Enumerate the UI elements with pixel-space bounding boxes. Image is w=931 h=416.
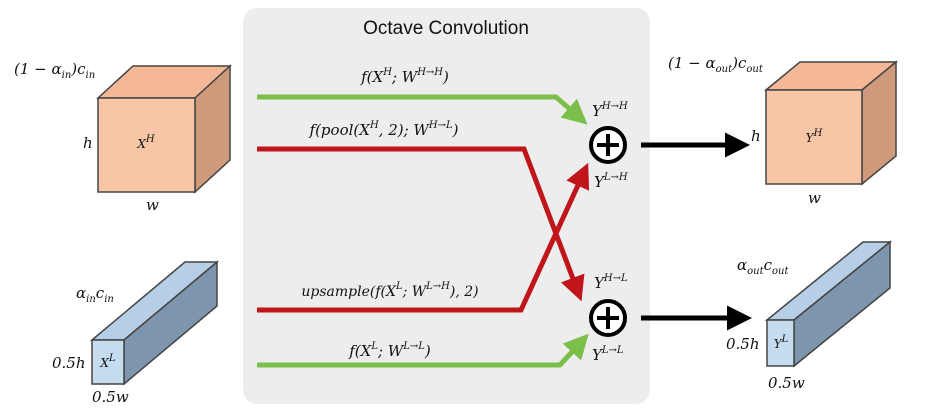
label-y-hh: YH→H: [592, 101, 628, 120]
arrow-low-to-high: [257, 162, 590, 313]
output-high-cube: [763, 60, 899, 186]
input-high-front: [97, 97, 196, 193]
output-high-front: [765, 89, 863, 185]
label-high-to-low: f(pool(XH, 2); WH→L): [309, 120, 459, 139]
arrow-low-to-low: [257, 333, 589, 368]
output-high-tensor-label: YH: [806, 128, 823, 145]
input-high-channels: (1 − αin)cin: [14, 60, 95, 81]
output-high-channels: (1 − αout)cout: [668, 54, 764, 75]
output-low-tensor-label: YL: [774, 334, 789, 351]
input-low-width: 0.5w: [92, 388, 129, 406]
sum-node-high: [589, 126, 627, 164]
label-high-to-high: f(XH; WH→H): [360, 67, 449, 86]
input-low-box: [89, 260, 220, 386]
sum-node-low: [589, 299, 627, 337]
label-y-hl: YH→L: [594, 273, 628, 292]
input-high-tensor-label: XH: [136, 134, 155, 151]
arrow-high-to-low: [257, 146, 585, 302]
panel-title: Octave Convolution: [363, 18, 529, 39]
output-high-height: h: [751, 127, 761, 145]
input-low-tensor-label: XL: [99, 353, 116, 370]
output-high-width: w: [808, 189, 821, 207]
output-low-height: 0.5h: [726, 335, 760, 353]
input-high-height: h: [83, 134, 93, 152]
input-high-cube: [96, 64, 232, 194]
label-y-lh: YL→H: [594, 172, 628, 191]
output-low-box: [764, 240, 893, 368]
input-low-height: 0.5h: [52, 354, 86, 372]
input-high-width: w: [146, 196, 159, 214]
output-low-channels: αoutcout: [737, 256, 789, 277]
label-y-ll: YL→L: [592, 345, 624, 364]
output-low-width: 0.5w: [768, 374, 805, 392]
octave-panel: [243, 8, 650, 404]
output-low-front: [766, 319, 795, 367]
arrow-high-to-high: [257, 94, 588, 125]
input-low-channels: αincin: [76, 284, 114, 305]
input-low-front: [91, 339, 125, 385]
label-low-to-high: upsample(f(XL; WL→H), 2): [301, 281, 478, 300]
label-low-to-low: f(XL; WL→L): [348, 341, 431, 360]
